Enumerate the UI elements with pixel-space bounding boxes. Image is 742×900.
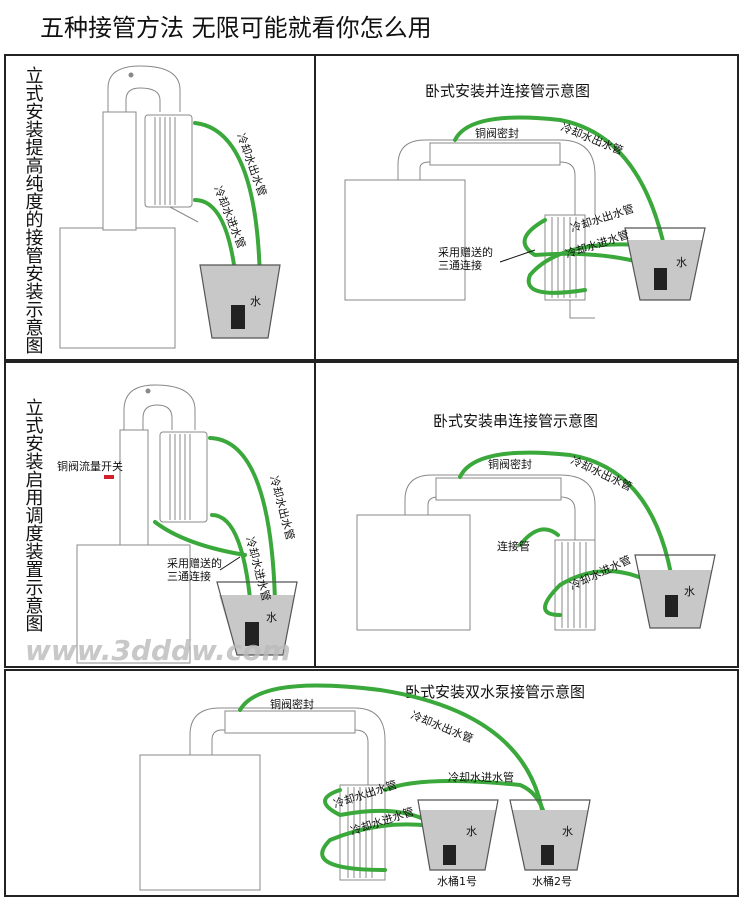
panel-2: 卧式安装并连接管示意图 水 铜阀密封 冷却水出水管 冷却水出水管 冷却水进水管 … — [344, 82, 706, 319]
pump-2-icon — [541, 845, 554, 865]
boiler — [356, 514, 471, 631]
outlet-label: 冷却水出水管 — [267, 474, 298, 541]
outlet-hose — [208, 436, 277, 602]
arrow-icon — [219, 556, 241, 571]
bucket-1 — [417, 799, 499, 871]
valve-label: 铜阀密封 — [270, 697, 314, 711]
bucket — [624, 227, 706, 301]
bucket — [216, 581, 298, 656]
panel-2-title: 卧式安装并连接管示意图 — [425, 82, 590, 100]
pump-icon — [665, 595, 678, 617]
pump-icon — [654, 268, 667, 290]
water-1 — [420, 810, 496, 870]
water-label-1: 水 — [466, 825, 477, 838]
panel-5: 卧式安装双水泵接管示意图 水 水桶1号 水 水桶2号 铜阀密封 冷却水出水管 冷… — [139, 683, 591, 891]
column — [119, 429, 149, 546]
panel-2-frame — [314, 54, 739, 361]
bucket — [199, 264, 281, 339]
panel-3-title: 立式安装启用调度装置示意图 — [23, 398, 44, 632]
bucket-2 — [509, 799, 591, 871]
outlet-hose — [522, 218, 652, 267]
boiler — [59, 227, 176, 349]
outlet-label: 冷却水出水管 — [569, 453, 635, 494]
tee-label-2: 三通连接 — [167, 570, 211, 583]
thermometer-port — [128, 72, 134, 78]
inlet-hose — [526, 242, 642, 295]
connector-label: 连接管 — [497, 539, 530, 553]
water-label: 水 — [676, 256, 687, 269]
condenser — [144, 114, 193, 208]
valve-label: 铜阀密封 — [475, 126, 519, 140]
valve-switch-label: 铜阀流量开关 — [57, 459, 123, 473]
boiler — [344, 179, 466, 301]
outlet-hose — [458, 450, 677, 602]
inlet-long-label: 冷却水进水管 — [448, 770, 514, 784]
tee-label-1: 采用赠送的 — [167, 556, 222, 570]
boiler — [139, 754, 261, 891]
outlet-hose-long — [453, 115, 667, 252]
pump-icon — [231, 305, 245, 329]
panel-5-title: 卧式安装双水泵接管示意图 — [405, 683, 585, 701]
pump-icon — [245, 622, 259, 646]
watermark: www.3dddw.com — [25, 634, 291, 667]
bucket-1-label: 水桶1号 — [437, 874, 477, 888]
inlet-hose-long — [383, 779, 550, 837]
panel-1-title: 立式安装提高纯度的接管安装示意图 — [23, 66, 44, 354]
panel-4-title: 卧式安装串连接管示意图 — [433, 412, 598, 430]
panel-5-frame — [4, 669, 739, 897]
pump-1-icon — [443, 845, 456, 865]
valve-label: 铜阀密封 — [488, 457, 532, 471]
u-pipe — [123, 384, 196, 430]
tee-label-1: 采用赠送的 — [438, 245, 493, 259]
bucket-2-label: 水桶2号 — [532, 874, 572, 888]
outlet-label: 冷却水出水管 — [234, 131, 270, 198]
condenser — [159, 431, 208, 523]
panel-1: 立式安装提高纯度的接管安装示意图 水 冷却水出水管 冷却水进水管 — [23, 65, 281, 354]
connector-hose — [518, 527, 560, 547]
u-pipe — [107, 65, 181, 112]
panel-4: 卧式安装串连接管示意图 水 铜阀密封 冷却水出水管 连接管 冷却水进水管 — [356, 412, 716, 631]
tee-label-2: 三通连接 — [438, 259, 482, 272]
outlet-hose — [193, 121, 262, 287]
copper-valve-switch[interactable] — [104, 475, 114, 479]
water-2 — [512, 810, 588, 870]
arrow-icon — [499, 249, 536, 263]
outlet-long-label: 冷却水出水管 — [559, 120, 625, 158]
page-title: 五种接管方法 无限可能就看你怎么用 — [40, 14, 432, 42]
panel-3: 立式安装启用调度装置示意图 铜阀流量开关 水 冷却水出水管 冷却水进水管 采用赠… — [23, 384, 298, 664]
tee-hose — [153, 520, 247, 557]
water-label: 水 — [266, 611, 277, 624]
column — [102, 111, 137, 231]
water-label: 水 — [684, 585, 695, 598]
outlet-hose-long — [238, 683, 547, 837]
water-label-2: 水 — [562, 825, 573, 838]
panel-4-frame — [314, 361, 739, 668]
water-label: 水 — [250, 295, 261, 308]
bucket — [634, 554, 716, 629]
